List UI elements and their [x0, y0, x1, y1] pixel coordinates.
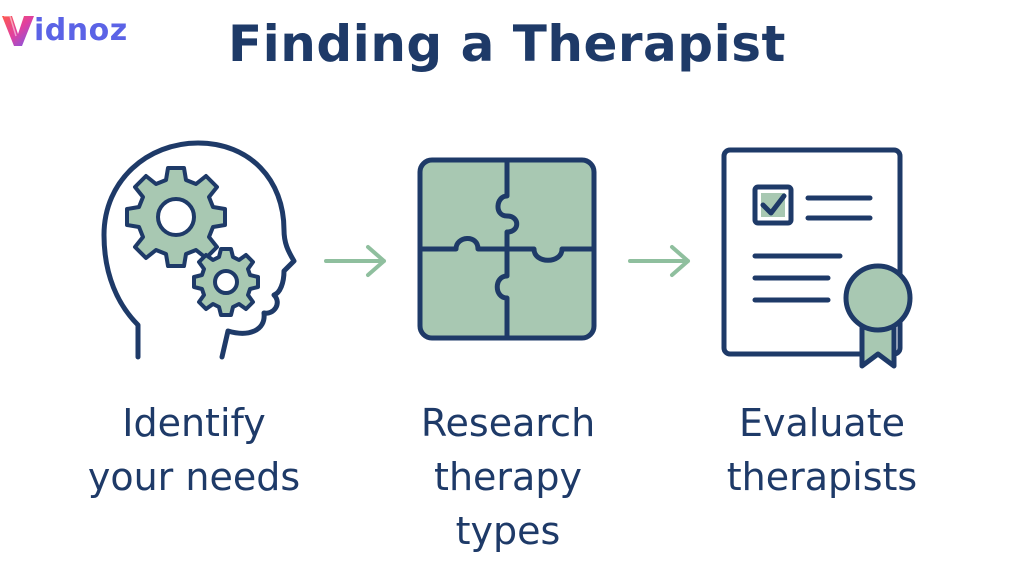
vidnoz-logo: idnoz	[0, 14, 128, 48]
step-label-line: your needs	[87, 455, 301, 499]
puzzle-icon	[417, 157, 597, 341]
arrow-right-icon	[628, 245, 690, 277]
step-label-line: therapy	[434, 455, 582, 499]
step-label-line: Identify	[122, 401, 266, 445]
step-label-identify: Identify your needs	[44, 396, 344, 504]
step-label-line: Evaluate	[739, 401, 905, 445]
step-label-line: therapists	[726, 455, 918, 499]
step-label-line: Research	[420, 401, 596, 445]
step-label-line: types	[455, 509, 561, 553]
page-title: Finding a Therapist	[228, 15, 786, 73]
certificate-icon	[721, 147, 913, 369]
step-label-research: Research therapy types	[358, 396, 658, 558]
logo-text: idnoz	[34, 13, 128, 48]
logo-v-icon	[2, 15, 34, 46]
step-label-evaluate: Evaluate therapists	[672, 396, 972, 504]
arrow-right-icon	[324, 245, 386, 277]
head-gears-icon	[101, 140, 297, 360]
